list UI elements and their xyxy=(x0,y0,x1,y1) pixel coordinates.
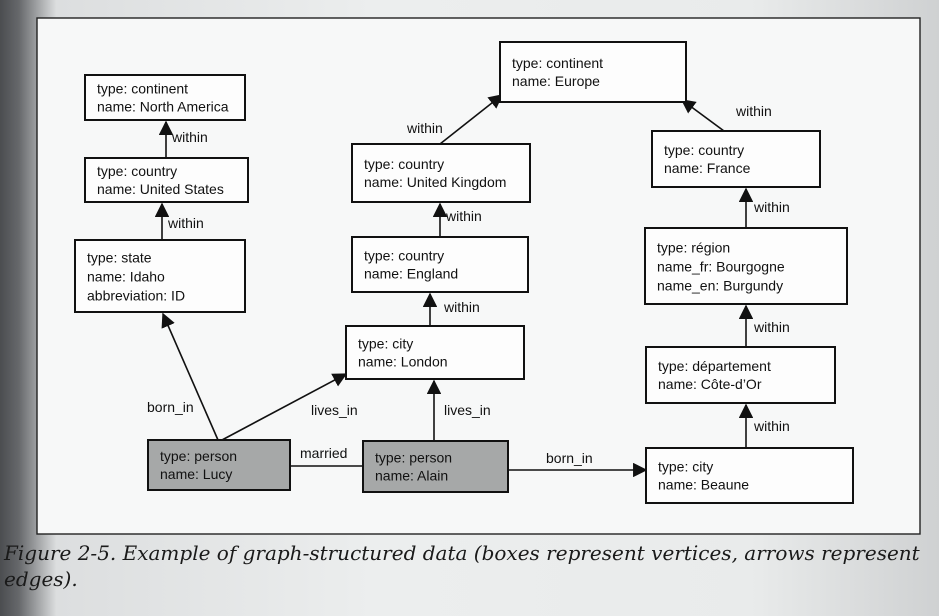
vertex-property: type: city xyxy=(658,459,713,475)
vertex-united-states: type: country name: United States xyxy=(84,157,249,203)
edge-label: lives_in xyxy=(444,402,491,418)
vertex-property: type: région xyxy=(657,240,730,256)
vertex-property: name: Europe xyxy=(512,73,600,89)
edge-alain-to-london: lives_in xyxy=(426,379,491,441)
vertex-property: name: France xyxy=(664,160,751,176)
edge-bourgogne-to-france: within xyxy=(738,187,790,228)
vertex-property: type: continent xyxy=(512,55,603,71)
vertex-property: name: Beaune xyxy=(658,477,749,493)
vertex-property: type: country xyxy=(97,163,177,179)
edge-lucy-to-london: lives_in xyxy=(221,373,358,441)
edge-label: within xyxy=(171,129,208,145)
vertex-france: type: country name: France xyxy=(651,130,821,188)
vertex-box xyxy=(362,440,509,493)
edge-label: within xyxy=(753,319,790,335)
vertex-bourgogne: type: région name_fr: Bourgogne name_en: B… xyxy=(644,227,848,305)
vertex-alain: type: person name: Alain xyxy=(362,440,509,493)
vertex-box xyxy=(645,447,854,504)
vertex-box xyxy=(84,157,249,203)
edges-layer: within within within within within within with… xyxy=(147,94,790,478)
edge-label: within xyxy=(406,120,443,136)
vertex-box xyxy=(84,74,246,121)
vertex-property: name: United States xyxy=(97,181,224,197)
edge-london-to-england: within xyxy=(422,292,480,326)
vertex-property: type: country xyxy=(664,142,744,158)
vertex-property: name: Alain xyxy=(375,468,448,484)
edge-alain-to-beaune: born_in xyxy=(508,450,648,478)
vertex-north-america: type: continent name: North America xyxy=(84,74,246,121)
edge-label: within xyxy=(753,418,790,434)
edge-label: within xyxy=(443,299,480,315)
edge-label: born_in xyxy=(147,399,194,415)
graph-diagram: within within within within within within with… xyxy=(36,17,921,535)
vertex-property: name: United Kingdom xyxy=(364,174,506,190)
edge-united-states-to-north-america: within xyxy=(158,120,208,158)
edge-label: born_in xyxy=(546,450,593,466)
edge-label: married xyxy=(300,445,347,461)
vertex-england: type: country name: England xyxy=(351,236,529,293)
vertex-london: type: city name: London xyxy=(345,325,525,380)
vertex-cote-dor: type: département name: Côte-d’Or xyxy=(645,346,836,404)
vertex-property: name: Idaho xyxy=(87,269,165,285)
vertex-box xyxy=(351,143,531,203)
vertex-property: name: North America xyxy=(97,99,229,115)
vertex-lucy: type: person name: Lucy xyxy=(147,439,291,491)
edge-france-to-europe: within xyxy=(680,99,772,132)
edge-arrow xyxy=(221,373,348,441)
vertex-property: type: person xyxy=(375,450,452,466)
edge-lucy-to-alain: married xyxy=(290,445,363,467)
vertex-box xyxy=(147,439,291,491)
edge-united-kingdom-to-europe: within xyxy=(406,94,504,145)
vertex-property: name: England xyxy=(364,266,458,282)
vertex-box xyxy=(499,41,687,103)
vertex-property: name: Côte-d’Or xyxy=(658,376,762,392)
vertex-property: type: state xyxy=(87,250,152,266)
vertex-property: type: country xyxy=(364,248,444,264)
vertex-property: type: continent xyxy=(97,81,188,97)
vertex-property: type: département xyxy=(658,358,771,374)
vertex-box xyxy=(651,130,821,188)
edge-label: within xyxy=(167,215,204,231)
edge-label: within xyxy=(753,199,790,215)
edge-label: lives_in xyxy=(311,402,358,418)
edge-label: within xyxy=(735,103,772,119)
vertex-property: name: London xyxy=(358,354,448,370)
edge-cote-dor-to-bourgogne: within xyxy=(738,304,790,347)
vertex-box xyxy=(645,346,836,404)
vertex-property: abbreviation: ID xyxy=(87,288,185,304)
edge-label: within xyxy=(445,208,482,224)
edge-lucy-to-idaho: born_in xyxy=(147,312,219,441)
edge-arrow xyxy=(161,312,219,441)
vertex-property: type: country xyxy=(364,156,444,172)
vertex-beaune: type: city name: Beaune xyxy=(645,447,854,504)
vertex-box xyxy=(345,325,525,380)
edge-beaune-to-cote-dor: within xyxy=(738,403,790,448)
edge-arrow xyxy=(439,94,504,145)
vertex-united-kingdom: type: country name: United Kingdom xyxy=(351,143,531,203)
vertex-europe: type: continent name: Europe xyxy=(499,41,687,103)
edge-england-to-united-kingdom: within xyxy=(432,202,482,237)
vertex-property: name: Lucy xyxy=(160,466,232,482)
vertex-idaho: type: state name: Idaho abbreviation: ID xyxy=(74,239,246,313)
vertex-property: name_en: Burgundy xyxy=(657,278,783,294)
vertex-box xyxy=(74,239,246,313)
vertex-box xyxy=(644,227,848,305)
vertex-box xyxy=(351,236,529,293)
figure-caption: Figure 2-5. Example of graph-structured … xyxy=(4,541,920,591)
vertex-property: type: person xyxy=(160,448,237,464)
vertex-property: type: city xyxy=(358,336,413,352)
edge-arrow xyxy=(680,99,725,132)
edge-idaho-to-united-states: within xyxy=(154,202,204,240)
vertex-property: name_fr: Bourgogne xyxy=(657,259,785,275)
